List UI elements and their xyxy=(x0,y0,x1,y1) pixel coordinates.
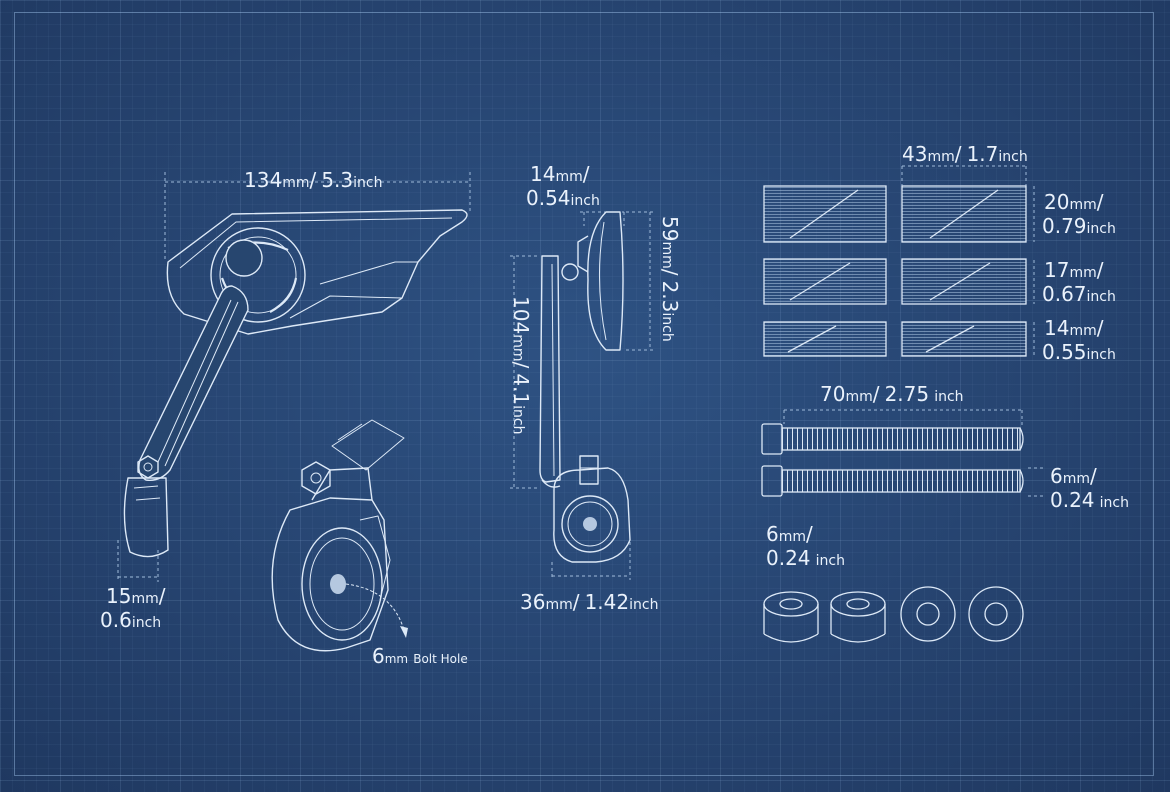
bolt-length-label: 70mm/ 2.75 inch xyxy=(820,382,964,406)
mirror-head xyxy=(166,209,468,335)
spacer-1 xyxy=(763,591,819,643)
shim-width-label: 43mm/ 1.7inch xyxy=(902,142,1028,166)
clamp-ring-outer xyxy=(271,497,389,652)
pivot-screw-icon xyxy=(583,517,597,531)
spacer-diameter-label-bottom: 0.24 inch xyxy=(766,546,845,570)
mounting-bolts xyxy=(761,409,1044,497)
shim-14mm xyxy=(763,321,1027,357)
washer-2 xyxy=(968,586,1024,642)
arm-clamp xyxy=(123,477,169,558)
bolt-long-1 xyxy=(761,423,1024,455)
side-arm xyxy=(539,255,561,483)
blueprint-frame xyxy=(14,12,1154,776)
mirror-side-view xyxy=(510,211,654,580)
shim-17-label-bottom: 0.67inch xyxy=(1042,282,1116,306)
side-depth-label-top: 14mm/ xyxy=(530,162,590,186)
shim-20-label-top: 20mm/ xyxy=(1044,190,1104,214)
bolt-diameter-label-top: 6mm/ xyxy=(1050,464,1097,488)
shim-14-label-top: 14mm/ xyxy=(1044,316,1104,340)
mirror-front-view xyxy=(117,172,471,582)
ball-joint xyxy=(210,227,306,323)
head-height-label: 59mm/ 2.3inch xyxy=(658,216,682,342)
mirror-width-label: 134mm/ 5.3inch xyxy=(244,168,383,192)
clamp-bore xyxy=(301,527,383,641)
handlebar-clamp-detail xyxy=(271,419,408,652)
hex-bolt-icon xyxy=(137,455,159,479)
washer-1 xyxy=(900,586,956,642)
shim-14-label-bottom: 0.55inch xyxy=(1042,340,1116,364)
bolt-diameter-label-bottom: 0.24 inch xyxy=(1050,488,1129,512)
shim-20-label-bottom: 0.79inch xyxy=(1042,214,1116,238)
hex-bolt-head xyxy=(301,461,331,495)
mirror-width-dimension xyxy=(164,172,471,262)
spacers-washers xyxy=(763,586,1024,643)
bolt-hole-label: 6mm Bolt Hole xyxy=(372,644,468,668)
side-depth-label-bottom: 0.54inch xyxy=(526,186,600,210)
spacer-diameter-label-top: 6mm/ xyxy=(766,522,813,546)
spacer-2 xyxy=(830,591,886,643)
shim-plates xyxy=(763,165,1035,357)
bolt-long-2 xyxy=(761,465,1024,497)
shim-17-label-top: 17mm/ xyxy=(1044,258,1104,282)
clamp-width-label-top: 15mm/ xyxy=(106,584,166,608)
clamp-width-label-bottom: 0.6inch xyxy=(100,608,162,632)
arm-height-label: 104mm/ 4.1inch xyxy=(509,296,533,435)
shim-20mm xyxy=(763,185,1027,243)
shim-17mm xyxy=(763,258,1027,305)
bolt-hole-icon xyxy=(330,574,346,594)
clamp-diameter-label: 36mm/ 1.42inch xyxy=(520,590,659,614)
side-mirror-head xyxy=(587,211,624,351)
